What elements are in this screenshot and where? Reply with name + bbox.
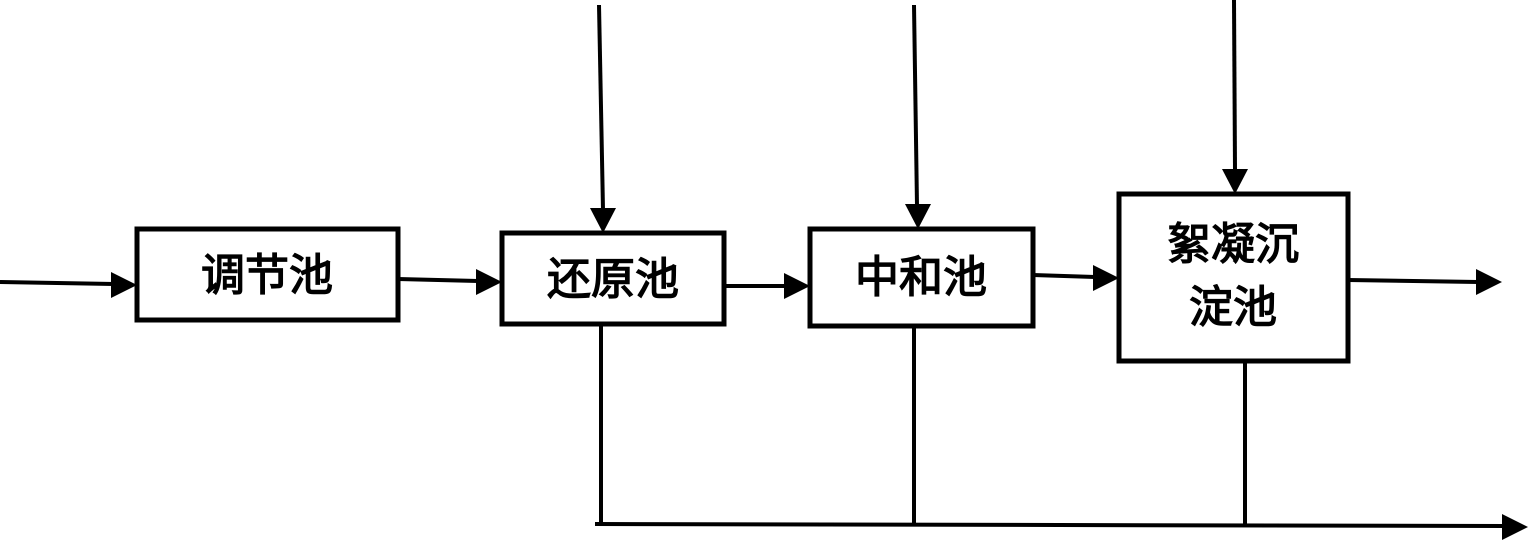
flocculation-sedimentation-tank-rect: [1116, 191, 1351, 364]
regulating-to-reduction-line: [397, 277, 479, 283]
flocculation-dosing-line: [1232, 0, 1237, 171]
flocculation-sedimentation-tank-box: 絮凝沉 淀池: [1116, 191, 1351, 364]
flocculation-sedimentation-tank-label-line1: 絮凝沉: [1167, 219, 1299, 270]
neutralization-to-flocculation-arrowhead: [1093, 265, 1119, 291]
reduction-tank-rect: [499, 230, 727, 327]
reduction-tank-label: 还原池: [547, 254, 679, 305]
reduction-tank-box: 还原池: [499, 230, 727, 327]
neutralization-tank-rect: [807, 226, 1036, 329]
outlet-line: [1347, 278, 1479, 284]
reduction-to-neutralization-arrowhead: [784, 273, 810, 299]
neutralization-tank-label: 中和池: [855, 252, 987, 303]
sludge-outlet-arrowhead: [1502, 514, 1528, 540]
outlet-arrowhead: [1476, 269, 1502, 295]
neutralization-dosing-line: [912, 4, 919, 207]
neutralization-dosing-arrowhead: [905, 204, 931, 229]
flocculation-dosing-arrowhead: [1222, 169, 1248, 194]
flocculation-sedimentation-tank-label-line2: 淀池: [1189, 282, 1277, 333]
regulating-tank-label: 调节池: [201, 250, 333, 301]
sludge-collection-line: [594, 522, 1505, 528]
regulating-tank-box: 调节池: [134, 226, 401, 323]
reduction-dosing-arrowhead: [590, 208, 616, 233]
inlet-arrowhead: [111, 272, 137, 298]
regulating-tank-rect: [134, 226, 401, 323]
neutralization-to-flocculation-line: [1032, 273, 1096, 279]
regulating-to-reduction-arrowhead: [476, 269, 502, 295]
neutralization-tank-box: 中和池: [807, 226, 1036, 329]
reduction-dosing-line: [597, 4, 605, 211]
inlet-line: [0, 280, 115, 286]
